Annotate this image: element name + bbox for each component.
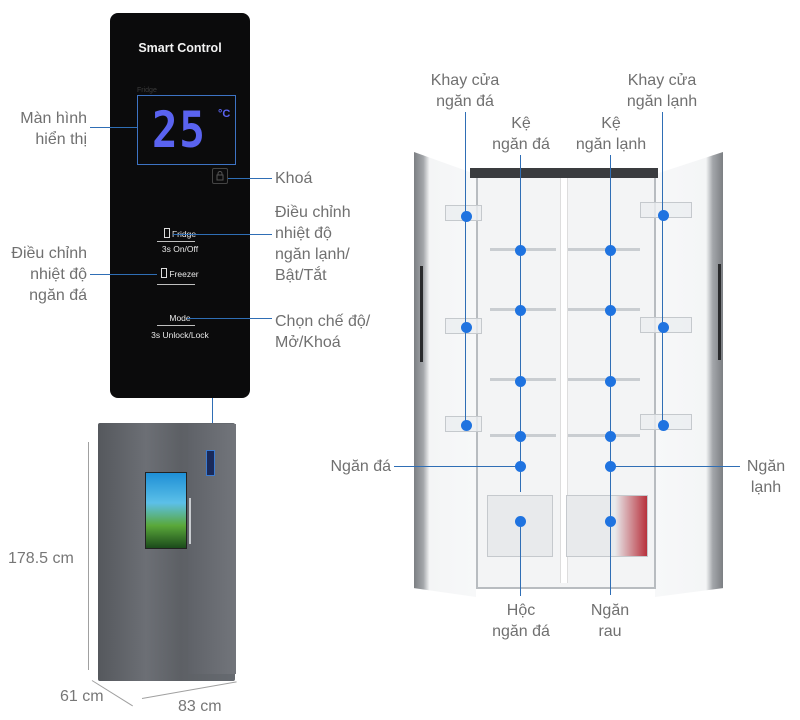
marker-dot (658, 322, 669, 333)
callout-line (90, 127, 137, 128)
fridge-shelf (568, 434, 640, 437)
callout-vegetable-drawer: Ngăn rau (590, 602, 630, 640)
callout-freezer-adjust: Điều chỉnh nhiệt độ ngăn đá (11, 245, 87, 304)
callout-lock: Khoá (275, 170, 313, 187)
callout-mode: Chọn chế độ/ Mở/Khoá (275, 313, 371, 351)
fridge-shelf (568, 378, 640, 381)
marker-dot (658, 210, 669, 221)
callout-freezer-drawer: Hộc ngăn đá (492, 602, 550, 640)
callout-line (173, 234, 272, 235)
marker-dot (515, 516, 526, 527)
marker-dot (605, 516, 616, 527)
callout-line (610, 155, 611, 595)
callout-line (520, 521, 521, 596)
callout-fridge-door-tray: Khay cửa ngăn lạnh (626, 72, 698, 110)
lock-icon[interactable] (212, 168, 228, 184)
callout-line (465, 112, 466, 428)
temperature-unit: °C (218, 108, 231, 120)
callout-line (228, 178, 272, 179)
callout-display: Màn hình hiển thị (20, 110, 87, 148)
marker-dot (461, 322, 472, 333)
callout-line (187, 318, 272, 319)
depth-dimension: 61 cm (60, 688, 104, 705)
cabinet-top (470, 168, 658, 178)
temperature-value: 25 (152, 101, 207, 159)
callout-line (520, 155, 521, 492)
temperature-display: 25 °C (137, 95, 236, 165)
fridge-button-sub: 3s On/Off (161, 244, 199, 254)
fridge-door-handle (718, 264, 721, 360)
marker-dot (461, 420, 472, 431)
divider (157, 241, 195, 242)
marker-dot (515, 245, 526, 256)
mode-button-sub: 3s Unlock/Lock (151, 330, 209, 340)
freezer-button[interactable]: Freezer (110, 268, 250, 279)
width-dimension: 83 cm (178, 698, 222, 715)
divider (157, 284, 195, 285)
callout-line (394, 466, 520, 467)
fridge-door (655, 152, 723, 597)
door-poster (145, 472, 187, 549)
height-dimension-line (88, 442, 89, 670)
marker-dot (658, 420, 669, 431)
marker-dot (605, 376, 616, 387)
mode-button[interactable]: Mode (169, 313, 191, 323)
marker-dot (461, 211, 472, 222)
callout-line (610, 466, 740, 467)
callout-fridge-adjust: Điều chỉnh nhiệt độ ngăn lạnh/ Bật/Tắt (275, 204, 351, 284)
callout-line (662, 112, 663, 428)
callout-fridge-shelf: Kệ ngăn lạnh (575, 115, 647, 153)
door-handle (189, 498, 191, 544)
marker-dot (515, 305, 526, 316)
panel-title: Smart Control (138, 41, 222, 55)
marker-dot (515, 431, 526, 442)
callout-freezer-door-tray: Khay cửa ngăn đá (430, 72, 500, 110)
callout-freezer-compartment: Ngăn đá (330, 458, 392, 475)
freezer-button-label: Freezer (169, 269, 199, 279)
height-dimension: 178.5 cm (8, 550, 74, 567)
callout-fridge-compartment: Ngăn lạnh (746, 458, 786, 496)
fridge-shelf (568, 248, 640, 251)
freezer-door-handle (420, 266, 423, 362)
center-divider (560, 178, 568, 583)
callout-freezer-shelf: Kệ ngăn đá (492, 115, 550, 153)
callout-line (90, 274, 157, 275)
control-panel: Smart Control Fridge 25 °C Fridge 3s On/… (110, 13, 250, 398)
freezer-door-icon (161, 268, 168, 278)
marker-dot (605, 245, 616, 256)
fridge-shelf (568, 308, 640, 311)
marker-dot (605, 305, 616, 316)
marker-dot (605, 461, 616, 472)
marker-dot (515, 461, 526, 472)
marker-dot (515, 376, 526, 387)
display-label: Fridge (137, 87, 157, 94)
divider (157, 325, 195, 326)
fridge-door-icon (163, 228, 170, 238)
marker-dot (605, 431, 616, 442)
exterior-display (206, 450, 215, 476)
